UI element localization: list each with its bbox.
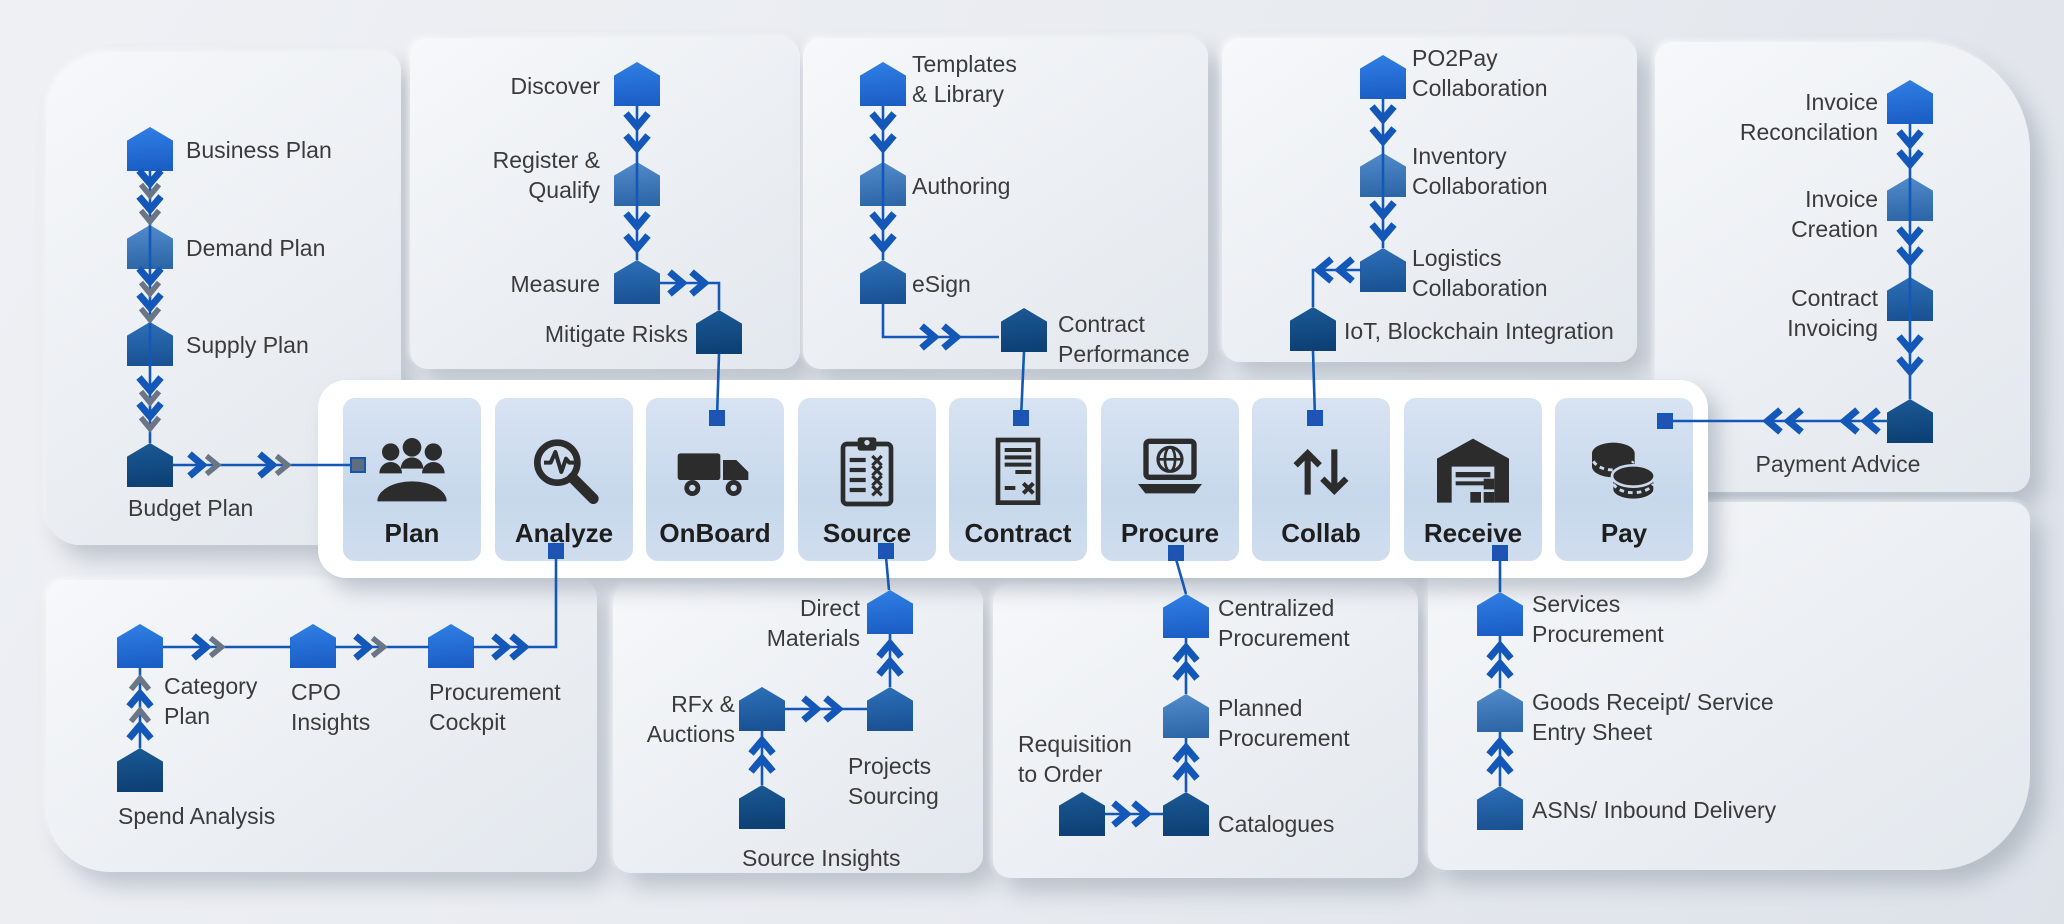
tile-label: Receive — [1423, 518, 1523, 548]
tile-collab: Collab — [1252, 398, 1390, 561]
node-label-logistics-collaboration: Logistics Collaboration — [1412, 245, 1548, 301]
tile-contract: Contract — [949, 398, 1087, 561]
node-label-rfx-auctions: RFx & Auctions — [646, 691, 735, 747]
tile-plan: Plan — [343, 398, 481, 561]
tile-source: Source — [798, 398, 936, 561]
node-label-esign: eSign — [912, 271, 971, 297]
tile-pay: Pay — [1555, 398, 1693, 561]
node-label-contract-performance: Contract Performance — [1058, 311, 1190, 367]
panel-onboard-flow — [410, 38, 800, 369]
tile-label: OnBoard — [659, 518, 771, 548]
tile-label: Procure — [1120, 518, 1220, 548]
node-label-source-insights: Source Insights — [742, 845, 901, 871]
laptop-globe-icon — [1130, 398, 1210, 512]
node-label-iot-blockchain-integration: IoT, Blockchain Integration — [1344, 318, 1614, 344]
node-label-catalogues: Catalogues — [1218, 811, 1335, 837]
node-label-procurement-cockpit: Procurement Cockpit — [429, 679, 561, 735]
meeting-icon — [372, 398, 452, 512]
checklist-clipboard-icon — [827, 398, 907, 512]
tile-receive: Receive — [1404, 398, 1542, 561]
node-label-spend-analysis: Spend Analysis — [118, 803, 276, 829]
tile-label: Plan — [384, 518, 440, 548]
contract-document-icon — [978, 398, 1058, 512]
node-label-category-plan: Category Plan — [164, 673, 258, 729]
node-label-projects-sourcing: Projects Sourcing — [848, 753, 939, 809]
truck-icon — [675, 398, 755, 512]
node-label-invoice-reconcilation: Invoice Reconcilation — [1739, 89, 1878, 145]
tile-analyze: Analyze — [495, 398, 633, 561]
node-label-asns-inbound-delivery: ASNs/ Inbound Delivery — [1532, 797, 1777, 823]
node-label-measure: Measure — [510, 271, 600, 297]
updown-arrows-icon — [1281, 398, 1361, 512]
magnifier-pulse-icon — [524, 398, 604, 512]
node-label-planned-procurement: Planned Procurement — [1218, 695, 1350, 751]
node-label-register-qualify: Register & Qualify — [492, 147, 600, 203]
node-label-payment-advice: Payment Advice — [1755, 451, 1921, 477]
node-label-contract-invoicing: Contract Invoicing — [1787, 285, 1878, 341]
node-label-centralized-procurement: Centralized Procurement — [1218, 595, 1350, 651]
coins-icon — [1584, 398, 1664, 512]
node-label-direct-materials: Direct Materials — [766, 595, 860, 651]
node-label-authoring: Authoring — [912, 173, 1011, 199]
node-label-inventory-collaboration: Inventory Collaboration — [1412, 143, 1548, 199]
panel-collab-flow — [1222, 38, 1637, 362]
tile-procure: Procure — [1101, 398, 1239, 561]
node-label-demand-plan: Demand Plan — [186, 235, 326, 261]
node-label-discover: Discover — [510, 73, 600, 99]
node-label-budget-plan: Budget Plan — [128, 495, 254, 521]
node-label-goods-receipt-service-entry-sheet: Goods Receipt/ Service Entry Sheet — [1532, 689, 1774, 745]
warehouse-icon — [1433, 398, 1513, 512]
node-label-invoice-creation: Invoice Creation — [1791, 186, 1878, 242]
node-label-services-procurement: Services Procurement — [1532, 591, 1664, 647]
panel-source-flow — [613, 584, 983, 873]
node-label-cpo-insights: CPO Insights — [291, 679, 371, 735]
tile-onboard: OnBoard — [646, 398, 784, 561]
node-label-templates-library: Templates & Library — [912, 51, 1017, 107]
node-label-business-plan: Business Plan — [186, 137, 332, 163]
tile-label: Pay — [1600, 518, 1648, 548]
tile-label: Contract — [964, 518, 1072, 548]
tile-label: Source — [822, 518, 912, 548]
tile-label: Collab — [1281, 518, 1361, 548]
tile-label: Analyze — [514, 518, 614, 548]
node-label-requisition-to-order: Requisition to Order — [1018, 731, 1132, 787]
node-label-po2pay-collaboration: PO2Pay Collaboration — [1412, 45, 1548, 101]
node-label-supply-plan: Supply Plan — [186, 332, 309, 358]
node-label-mitigate-risks: Mitigate Risks — [544, 321, 688, 347]
